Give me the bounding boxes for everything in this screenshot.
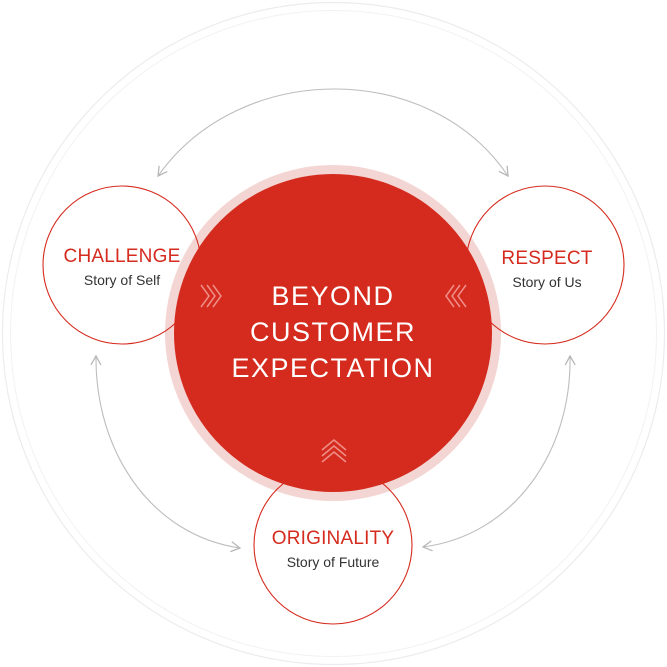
core-line-3: EXPECTATION xyxy=(231,353,435,383)
respect-subtitle: Story of Us xyxy=(512,274,582,290)
core-line-1: BEYOND xyxy=(271,281,395,311)
left-cycle-arrow-icon xyxy=(90,354,242,553)
respect-label-group: RESPECT Story of Us xyxy=(467,248,627,290)
core-statement: BEYOND CUSTOMER EXPECTATION xyxy=(173,278,493,386)
right-cycle-arrow-icon xyxy=(421,354,576,552)
challenge-subtitle: Story of Self xyxy=(83,272,161,288)
respect-title: RESPECT xyxy=(501,248,593,269)
originality-title: ORIGINALITY xyxy=(271,528,395,549)
originality-label-group: ORIGINALITY Story of Future xyxy=(253,528,413,570)
originality-subtitle: Story of Future xyxy=(286,554,380,570)
challenge-title: CHALLENGE xyxy=(63,246,181,267)
bottom-chevron-icon xyxy=(321,439,347,463)
right-chevron-icon xyxy=(445,284,467,308)
core-line-2: CUSTOMER xyxy=(249,317,416,347)
challenge-label-group: CHALLENGE Story of Self xyxy=(42,246,202,288)
inner-ring xyxy=(10,10,657,657)
top-cycle-arrow-icon xyxy=(157,88,509,178)
core-circle xyxy=(174,174,492,492)
originality-circle xyxy=(253,465,413,625)
left-chevron-icon xyxy=(200,284,222,308)
respect-circle xyxy=(465,185,625,345)
challenge-circle xyxy=(42,185,202,345)
